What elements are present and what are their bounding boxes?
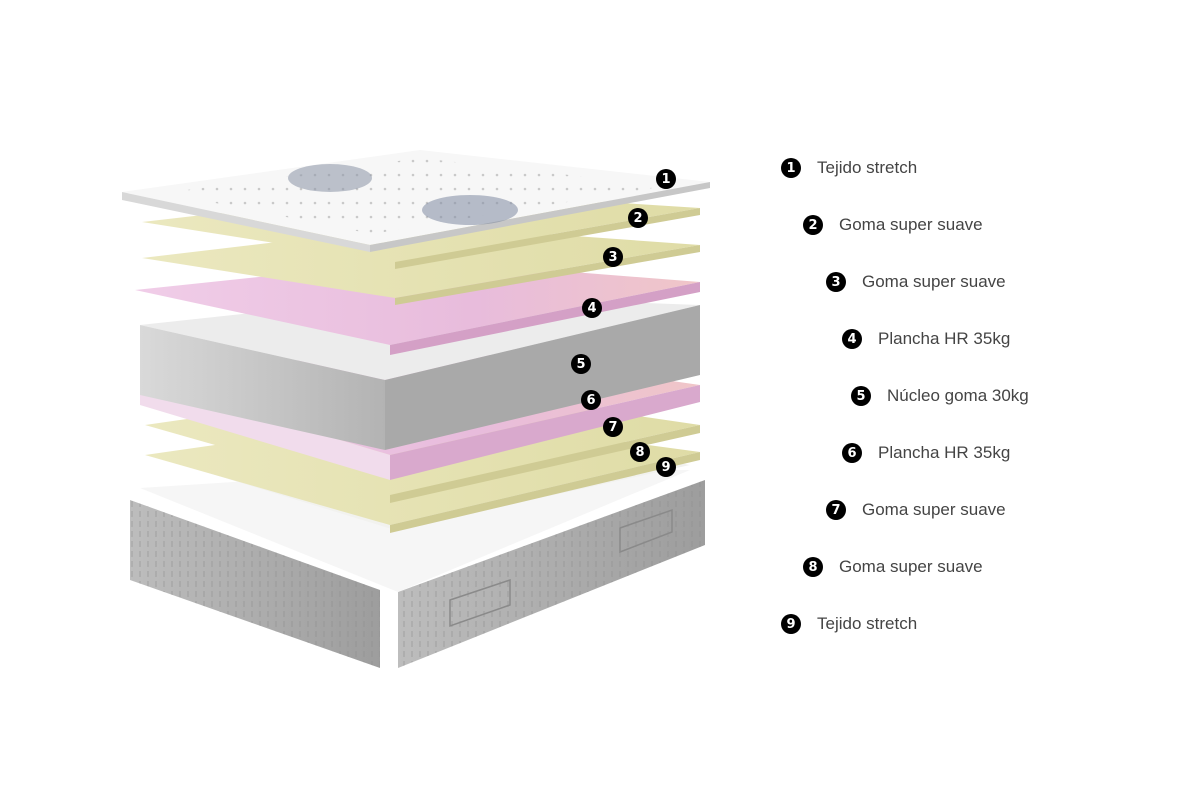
mattress-base <box>130 470 705 668</box>
legend-badge-7: 7 <box>826 500 846 520</box>
legend-badge-3: 3 <box>826 272 846 292</box>
layer-1-shape <box>122 150 710 252</box>
legend-badge-2: 2 <box>803 215 823 235</box>
layer-4-shape <box>135 260 700 355</box>
legend-badge-8: 8 <box>803 557 823 577</box>
marker-7: 7 <box>603 417 623 437</box>
marker-2: 2 <box>628 208 648 228</box>
marker-3: 3 <box>603 247 623 267</box>
top-ornament-left <box>288 164 372 192</box>
legend-badge-5: 5 <box>851 386 871 406</box>
legend-label-2: Goma super suave <box>839 215 983 234</box>
legend-item-8: 8 Goma super suave <box>803 555 983 579</box>
marker-9: 9 <box>656 457 676 477</box>
legend-item-2: 2 Goma super suave <box>803 213 983 237</box>
legend-label-8: Goma super suave <box>839 557 983 576</box>
legend-item-9: 9 Tejido stretch <box>781 612 917 636</box>
base-front-stitching <box>130 500 380 668</box>
marker-4: 4 <box>582 298 602 318</box>
legend-label-4: Plancha HR 35kg <box>878 329 1011 348</box>
legend-badge-1: 1 <box>781 158 801 178</box>
legend-badge-4: 4 <box>842 329 862 349</box>
legend-item-4: 4 Plancha HR 35kg <box>842 327 1010 351</box>
legend-item-1: 1 Tejido stretch <box>781 156 917 180</box>
base-white-band <box>140 470 690 592</box>
marker-6: 6 <box>581 390 601 410</box>
top-ornament-right <box>422 195 518 225</box>
legend-label-9: Tejido stretch <box>817 614 918 633</box>
marker-8: 8 <box>630 442 650 462</box>
legend-label-1: Tejido stretch <box>817 158 918 177</box>
legend-item-3: 3 Goma super suave <box>826 270 1006 294</box>
base-handle-front <box>449 578 511 628</box>
legend-item-7: 7 Goma super suave <box>826 498 1006 522</box>
base-side-stitching <box>398 480 705 668</box>
legend-label-3: Goma super suave <box>862 272 1006 291</box>
marker-5: 5 <box>571 354 591 374</box>
legend-label-7: Goma super suave <box>862 500 1006 519</box>
legend-item-5: 5 Núcleo goma 30kg <box>851 384 1029 408</box>
legend-label-5: Núcleo goma 30kg <box>887 386 1029 405</box>
legend-item-6: 6 Plancha HR 35kg <box>842 441 1010 465</box>
legend-label-6: Plancha HR 35kg <box>878 443 1011 462</box>
marker-1: 1 <box>656 169 676 189</box>
legend-badge-9: 9 <box>781 614 801 634</box>
base-handle-side <box>619 508 673 554</box>
legend-badge-6: 6 <box>842 443 862 463</box>
